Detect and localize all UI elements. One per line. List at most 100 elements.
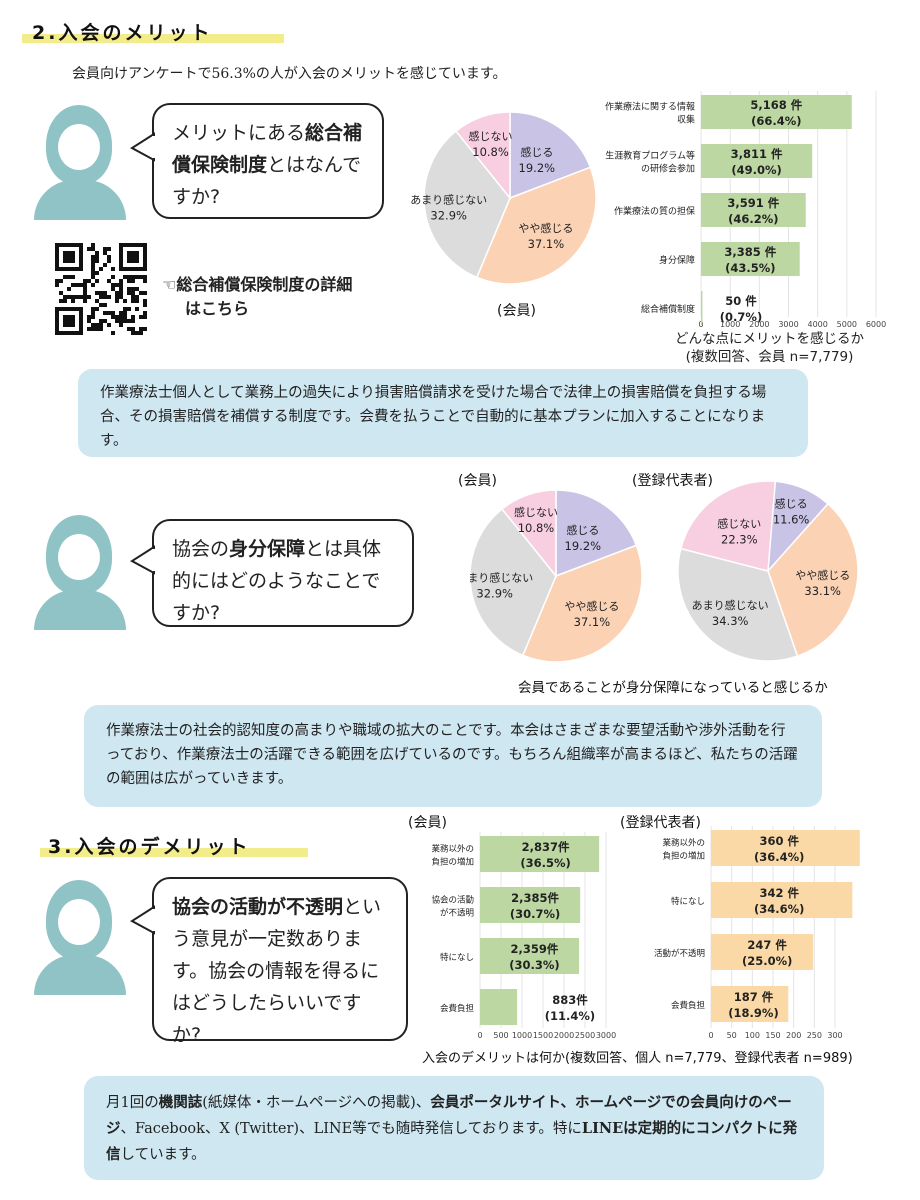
qr-module xyxy=(143,311,147,315)
qr-module xyxy=(119,319,123,323)
qr-module xyxy=(139,291,143,295)
qr-module xyxy=(67,295,71,299)
information-channels-explanation: 月1回の機関誌(紙媒体・ホームページへの掲載)、会員ポータルサイト、ホームページ… xyxy=(84,1076,824,1180)
bar-category-label: 総合補償制度 xyxy=(641,303,695,315)
qr-module xyxy=(95,323,99,327)
qr-module xyxy=(123,315,127,319)
bar-count-label: 5,168 件 xyxy=(750,98,802,112)
x-tick-label: 3000 xyxy=(596,1031,616,1040)
qr-module xyxy=(119,315,123,319)
qr-module xyxy=(95,271,99,275)
question-bubble-status: 協会の身分保障とは具体的にはどのようなことですか? xyxy=(152,519,414,627)
qr-module xyxy=(103,291,107,295)
qr-module xyxy=(91,323,95,327)
section3-title: 3.入会のデメリット xyxy=(48,836,251,858)
x-tick-label: 6000 xyxy=(866,320,886,329)
qr-module xyxy=(131,319,135,323)
qr-module xyxy=(135,307,139,311)
bar-category-label: 特になし xyxy=(671,896,705,907)
info-text-run: しています。 xyxy=(120,1147,206,1163)
qr-module xyxy=(135,287,139,291)
qr-module xyxy=(103,319,107,323)
pie-slice-3 xyxy=(454,111,511,201)
qr-module xyxy=(95,327,99,331)
pie-value-label: 32.9% xyxy=(476,587,513,601)
bar-percent-label: (46.2%) xyxy=(728,212,778,226)
bar xyxy=(711,986,789,1022)
bar2-title-member: (会員) xyxy=(408,815,447,831)
bar-category-label: が不透明 xyxy=(440,908,474,919)
qr-module xyxy=(75,295,79,299)
qr-module xyxy=(83,287,87,291)
bar xyxy=(701,193,806,227)
qr-description: ☜総合補償保険制度の詳細 はこちら xyxy=(162,275,353,318)
insurance-explanation: 作業療法士個人として業務上の過失により損害賠償請求を受けた場合で法律上の損害賠償… xyxy=(78,369,808,457)
x-tick-label: 2000 xyxy=(554,1031,574,1040)
qr-module xyxy=(87,315,91,319)
qr-module xyxy=(55,283,59,287)
qr-module xyxy=(55,279,59,283)
qr-module xyxy=(83,283,87,287)
pie-value-label: 19.2% xyxy=(519,161,556,175)
pie-value-label: 19.2% xyxy=(565,539,602,553)
qr-module xyxy=(103,295,107,299)
qr-module xyxy=(99,327,103,331)
bar-percent-label: (25.0%) xyxy=(742,954,792,968)
qr-module xyxy=(111,315,115,319)
qr-module xyxy=(63,275,67,279)
bar-percent-label: (11.4%) xyxy=(545,1009,595,1023)
qr-module xyxy=(79,283,83,287)
qr-module xyxy=(143,327,147,331)
bar-count-label: 3,591 件 xyxy=(727,196,779,210)
pie-category-label: 感じる xyxy=(566,524,599,537)
qr-module xyxy=(119,295,123,299)
qr-module xyxy=(59,299,63,303)
x-tick-label: 300 xyxy=(827,1031,842,1040)
bar-count-label: 360 件 xyxy=(759,834,799,848)
qr-module xyxy=(131,275,135,279)
qr-module xyxy=(87,247,91,251)
qr-module xyxy=(127,291,131,295)
question-bubble-transparency: 協会の活動が不透明という意見が一定数あります。協会の情報を得るにはどうしたらいい… xyxy=(152,877,408,1046)
x-tick-label: 5000 xyxy=(837,320,857,329)
qr-module xyxy=(107,279,111,283)
bar-percent-label: (30.7%) xyxy=(510,907,560,921)
qr-module xyxy=(115,295,119,299)
qr-module xyxy=(95,299,99,303)
qr-module xyxy=(91,271,95,275)
bar-category-label: 活動が不透明 xyxy=(654,948,705,959)
qr-module xyxy=(87,279,91,283)
qr-module xyxy=(99,295,103,299)
pie-category-label: 感じない xyxy=(717,518,761,531)
qr-module xyxy=(59,279,63,283)
bar-percent-label: (43.5%) xyxy=(725,261,775,275)
qr-module xyxy=(127,279,131,283)
bar-category-label: 作業療法に関する情報 xyxy=(605,101,695,113)
bar-count-label: 3,385 件 xyxy=(724,245,776,259)
qr-module xyxy=(119,311,123,315)
x-tick-label: 4000 xyxy=(807,320,827,329)
x-tick-label: 500 xyxy=(493,1031,508,1040)
pie-slice-1 xyxy=(767,502,859,658)
pie-category-label: 感じない xyxy=(514,506,558,519)
pie-category-label: やや感じる xyxy=(795,569,850,582)
pie-slice-1 xyxy=(475,166,597,285)
qr-module xyxy=(119,323,123,327)
qr-module xyxy=(143,299,147,303)
pie-slice-2 xyxy=(677,547,799,662)
qr-module xyxy=(67,287,71,291)
qr-module xyxy=(119,291,123,295)
qr-code-icon[interactable] xyxy=(55,243,155,335)
bar-category-label: 会費負担 xyxy=(440,1003,475,1014)
bar xyxy=(711,882,853,918)
qr-module xyxy=(67,275,71,279)
bar-category-label: 特になし xyxy=(440,952,474,963)
qr-module xyxy=(115,283,119,287)
qr-module xyxy=(59,291,63,295)
bar xyxy=(711,934,814,970)
qr-module xyxy=(63,295,67,299)
qr-module xyxy=(131,327,135,331)
qr-module xyxy=(107,255,111,259)
